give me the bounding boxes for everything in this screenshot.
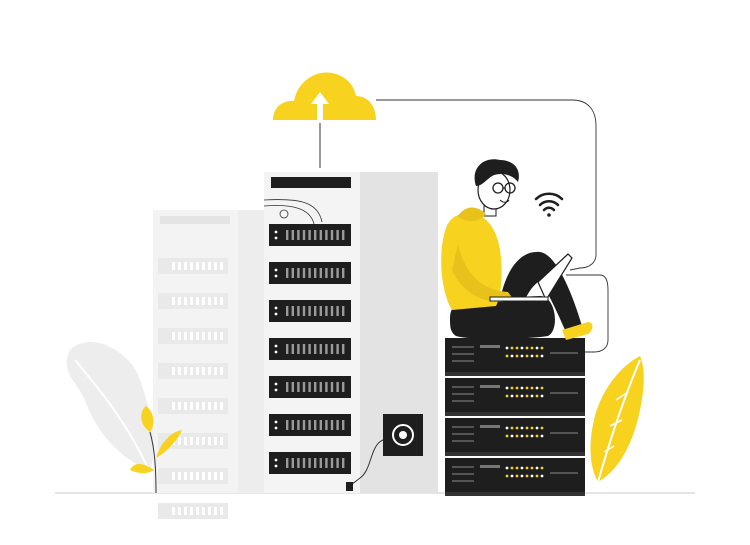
faded-rack-unit — [158, 363, 228, 379]
faded-leaf-left — [66, 341, 155, 470]
rack-unit — [269, 414, 351, 436]
black-server-unit — [445, 338, 585, 376]
yellow-plant-left — [130, 406, 182, 494]
rack-unit — [269, 452, 351, 474]
rack-unit — [269, 338, 351, 360]
faded-server-rack — [153, 210, 268, 493]
wifi-icon — [534, 192, 564, 217]
black-server-unit — [445, 458, 585, 496]
network-cable — [376, 99, 597, 271]
black-server-unit — [445, 418, 585, 456]
faded-rack-unit — [158, 398, 228, 414]
rack-unit — [269, 224, 351, 246]
faded-rack-unit — [158, 503, 228, 519]
yellow-leaf-right — [590, 356, 644, 483]
rack-unit — [269, 262, 351, 284]
faded-rack-units — [158, 258, 228, 519]
person-with-laptop — [441, 159, 593, 340]
main-server-rack — [263, 172, 438, 493]
black-server-unit — [445, 378, 585, 416]
network-cable-lower — [566, 274, 609, 353]
rack-unit — [269, 300, 351, 322]
faded-rack-unit — [158, 258, 228, 274]
main-rack-units — [269, 224, 351, 474]
cloud-upload-icon — [273, 72, 376, 168]
rack-unit — [269, 376, 351, 398]
faded-rack-unit — [158, 293, 228, 309]
faded-rack-unit — [158, 328, 228, 344]
power-socket-icon — [346, 414, 423, 491]
black-server-stack — [445, 338, 585, 496]
faded-rack-unit — [158, 468, 228, 484]
